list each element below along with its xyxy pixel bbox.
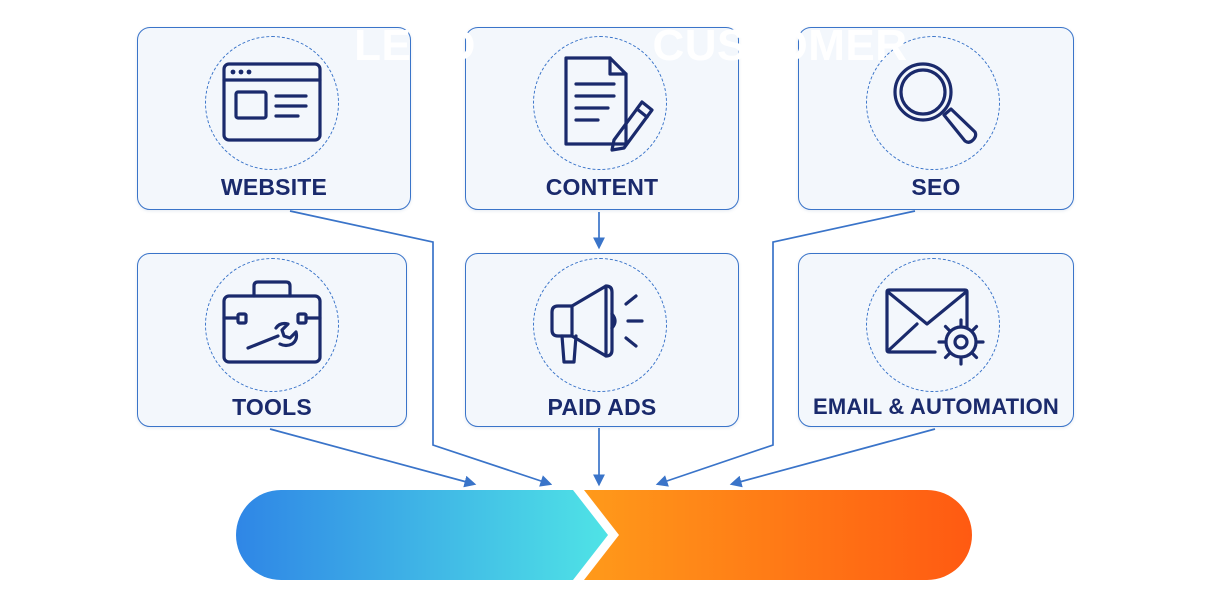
magnifying-glass-icon	[893, 62, 978, 144]
arrow-tools-to-funnel	[269, 428, 477, 488]
card-paid-ads: PAID ADS	[465, 253, 739, 427]
customer-label: CUSTOMER	[652, 21, 908, 70]
card-label: CONTENT	[545, 174, 659, 200]
toolbox-wrench-icon	[222, 280, 322, 364]
card-label: TOOLS	[232, 394, 312, 420]
card-seo: SEO	[798, 27, 1074, 210]
arrow-website-to-funnel	[289, 210, 553, 487]
arrow-email-to-funnel	[729, 428, 936, 488]
card-website: WEBSITE	[137, 27, 411, 210]
icon-ring	[533, 36, 667, 170]
icon-ring	[866, 36, 1000, 170]
arrow-seo-to-funnel	[655, 210, 916, 487]
card-tools: TOOLS	[137, 253, 407, 427]
card-label: SEO	[911, 174, 961, 200]
lead-label: LEAD	[354, 21, 476, 70]
envelope-gear-icon	[885, 288, 985, 366]
megaphone-icon	[550, 284, 644, 364]
card-email-automation: EMAIL & AUTOMATION	[798, 253, 1074, 427]
customer-segment	[584, 490, 972, 580]
card-label: PAID ADS	[547, 394, 657, 420]
lead-segment	[236, 490, 608, 580]
icon-ring	[866, 258, 1000, 392]
card-label: EMAIL & AUTOMATION	[813, 394, 1059, 419]
icon-ring	[533, 258, 667, 392]
icon-ring	[205, 36, 339, 170]
icon-ring	[205, 258, 339, 392]
card-label: WEBSITE	[220, 174, 328, 200]
document-pencil-icon	[564, 56, 654, 152]
card-content: CONTENT	[465, 27, 739, 210]
browser-window-icon	[222, 62, 322, 142]
lead-customer-bar	[236, 490, 972, 580]
